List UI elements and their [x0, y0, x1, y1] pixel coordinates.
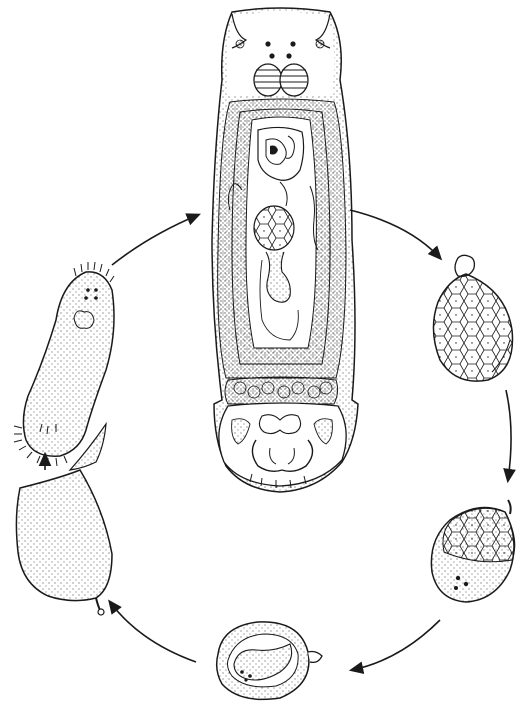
arrow-developing-to-embryonated: [352, 620, 440, 670]
arrow-larva-to-adult: [112, 215, 198, 265]
arrow-adult-to-egg: [350, 210, 440, 258]
eyespot: [290, 41, 295, 46]
operculate-egg-icon: [433, 255, 512, 381]
developing-egg-icon: [431, 500, 514, 602]
ovary-icon: [254, 206, 294, 250]
eyespot: [269, 53, 274, 58]
arrow-egg-to-developing: [506, 390, 511, 480]
arrow-embryonated-to-hatching: [110, 602, 196, 662]
embryonated-egg-icon: [217, 622, 322, 700]
adult-monogenean-icon: [212, 8, 358, 492]
eyespot: [265, 41, 270, 46]
eyespot: [286, 53, 291, 58]
